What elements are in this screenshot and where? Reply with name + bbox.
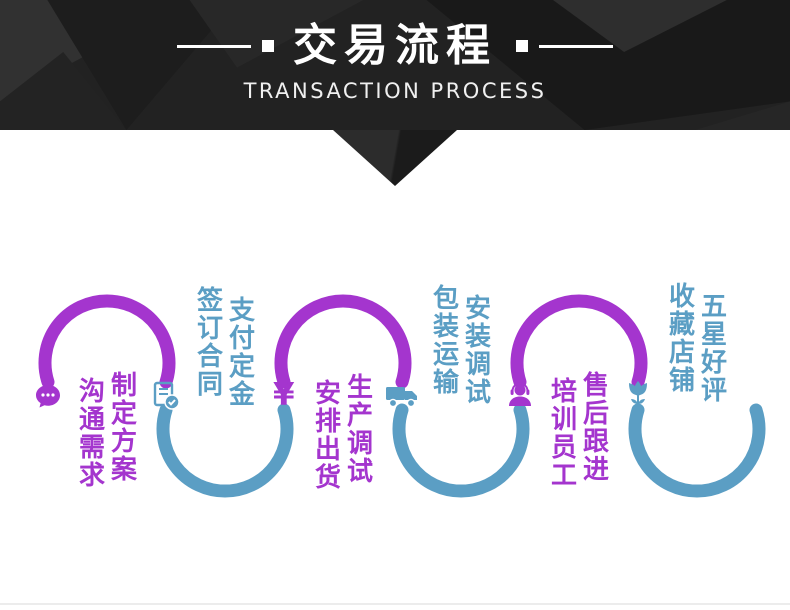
arc-5-purple xyxy=(510,294,648,389)
step-label: 培训员工 xyxy=(550,377,577,491)
chat-icon xyxy=(34,382,62,410)
title-right-square xyxy=(516,40,528,53)
title-left-square xyxy=(262,40,274,53)
yuan-icon: ¥ xyxy=(273,377,295,413)
step-label: 收藏店铺 xyxy=(668,282,695,396)
bottom-divider xyxy=(0,603,790,605)
step-label: 沟通需求 xyxy=(78,377,105,491)
step-label: 签订合同 xyxy=(196,286,223,400)
flower-icon xyxy=(625,379,651,409)
arc-4-blue xyxy=(392,403,530,498)
contract-icon xyxy=(151,381,181,411)
banner-content: 交易流程 TRANSACTION PROCESS xyxy=(0,0,790,103)
page-title: 交易流程 xyxy=(293,20,497,71)
arc-6-blue xyxy=(628,403,766,498)
title-right-line xyxy=(539,44,613,48)
step-label: 安装调试 xyxy=(464,294,491,408)
step-label: 支付定金 xyxy=(228,296,255,410)
step-label: 安排出货 xyxy=(314,379,341,493)
truck-icon xyxy=(385,383,419,409)
step-label: 制定方案 xyxy=(110,371,137,485)
step-label: 包装运输 xyxy=(432,284,459,398)
arc-3-purple xyxy=(274,294,412,389)
step-label: 生产调试 xyxy=(346,373,373,487)
page-subtitle: TRANSACTION PROCESS xyxy=(243,79,547,104)
title-row: 交易流程 xyxy=(177,20,613,71)
title-left-line xyxy=(177,44,251,48)
step-label: 售后跟进 xyxy=(582,371,609,485)
customer-service-icon xyxy=(506,380,534,408)
header-banner: 交易流程 TRANSACTION PROCESS xyxy=(0,0,790,130)
step-label: 五星好评 xyxy=(700,292,727,406)
arc-2-blue xyxy=(156,403,294,498)
arc-1-purple xyxy=(38,294,176,389)
